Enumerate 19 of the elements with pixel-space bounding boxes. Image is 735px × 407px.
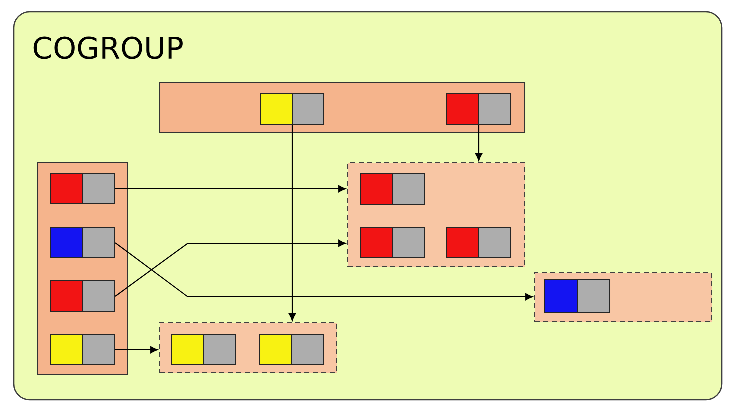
arrow [289, 126, 296, 322]
key-value-pair [172, 334, 236, 366]
key-value-pair [260, 94, 324, 126]
arrow [476, 126, 482, 162]
arrow [115, 242, 534, 300]
key-value-pair [360, 228, 426, 258]
arrow [116, 186, 346, 192]
key-value-pair [50, 334, 116, 366]
key-value-pair [360, 174, 426, 206]
key-value-pair [446, 94, 512, 126]
key-value-pair [260, 334, 324, 366]
key-value-pair [50, 280, 116, 312]
key-value-pair [544, 280, 610, 314]
key-value-pair [50, 174, 116, 204]
key-value-pair [446, 228, 512, 258]
panel-title: COGROUP [34, 36, 183, 60]
arrow [115, 240, 346, 297]
arrow [116, 346, 158, 354]
key-value-pair [50, 228, 116, 258]
